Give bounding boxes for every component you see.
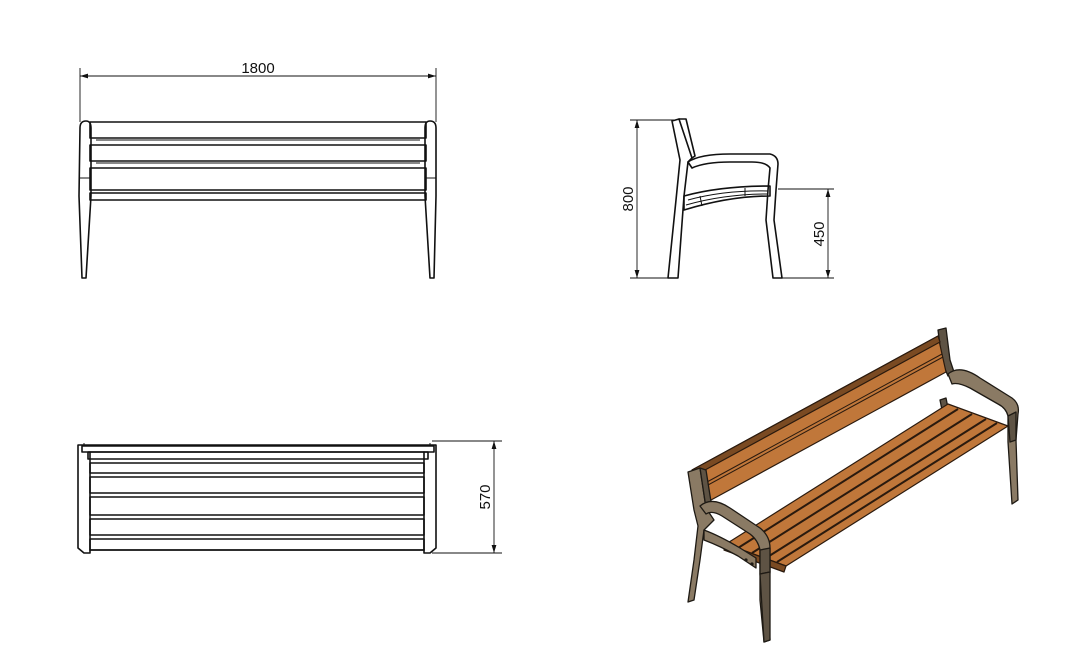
iso-near-front-leg bbox=[759, 571, 771, 643]
front-view: 1800 bbox=[78, 60, 437, 279]
seat-height-dimension: 450 bbox=[778, 188, 834, 279]
front-backrest-slat-middle bbox=[89, 144, 427, 162]
top-view-outline bbox=[77, 444, 437, 554]
top-seat-slat-5 bbox=[89, 538, 425, 551]
length-dimension-label: 1800 bbox=[241, 60, 274, 77]
front-backrest-slat-top bbox=[89, 121, 427, 139]
side-armrest bbox=[687, 153, 783, 279]
side-back-frame bbox=[667, 118, 693, 279]
isometric-view bbox=[687, 327, 1020, 643]
top-seat-slat-3 bbox=[89, 496, 425, 516]
seat-height-dimension-label: 450 bbox=[811, 221, 828, 246]
front-right-leg bbox=[424, 120, 437, 279]
front-seat-slat bbox=[89, 167, 427, 191]
top-seat-slat-2 bbox=[89, 476, 425, 494]
height-dimension: 800 bbox=[620, 119, 674, 279]
top-back-slat bbox=[81, 445, 435, 453]
depth-dimension-label: 570 bbox=[477, 484, 494, 509]
iso-seat-bracket bbox=[703, 529, 757, 569]
depth-dimension: 570 bbox=[432, 440, 502, 554]
side-seat bbox=[683, 185, 771, 211]
front-left-leg bbox=[78, 120, 92, 279]
top-seat-slat-1 bbox=[89, 462, 425, 474]
top-seat-slat-4 bbox=[89, 518, 425, 536]
length-dimension: 1800 bbox=[79, 60, 437, 122]
height-dimension-label: 800 bbox=[620, 186, 637, 211]
iso-far-armrest bbox=[947, 369, 1020, 505]
side-view: 800 450 bbox=[620, 118, 834, 279]
top-view: 570 bbox=[77, 440, 502, 554]
